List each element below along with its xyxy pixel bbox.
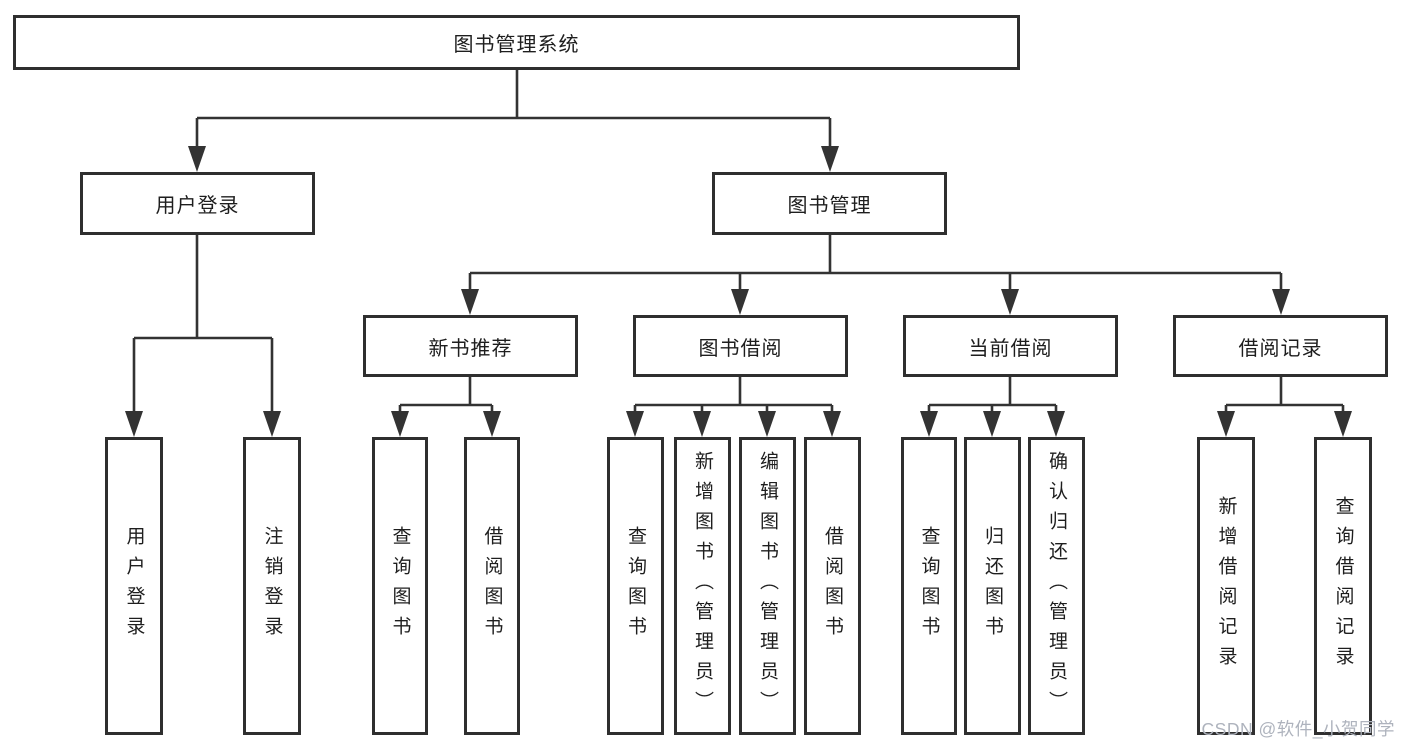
edge-root-fork xyxy=(195,70,832,148)
leaf-add-book-admin-label: 新增图书（管理员） xyxy=(692,451,713,721)
leaf-borrow-books: 借阅图书 xyxy=(804,437,861,735)
node-user-login: 用户登录 xyxy=(80,172,315,235)
leaf-borrow-books-recommend: 借阅图书 xyxy=(464,437,520,735)
leaf-borrow-books-recommend-label: 借阅图书 xyxy=(481,526,503,646)
leaf-return-book-label: 归还图书 xyxy=(982,526,1003,646)
node-user-login-label: 用户登录 xyxy=(155,195,240,217)
watermark-text: CSDN @软件_小贺同学 xyxy=(1201,719,1395,739)
leaf-query-books-recommend: 查询图书 xyxy=(372,437,428,735)
node-current-borrow: 当前借阅 xyxy=(903,315,1118,377)
node-book-management: 图书管理 xyxy=(712,172,947,235)
node-root: 图书管理系统 xyxy=(13,15,1020,70)
leaf-add-borrow-record: 新增借阅记录 xyxy=(1197,437,1255,735)
node-borrow-records-label: 借阅记录 xyxy=(1238,337,1323,360)
node-root-label: 图书管理系统 xyxy=(453,34,580,56)
leaf-edit-book-admin-label: 编辑图书（管理员） xyxy=(757,451,778,721)
node-book-management-label: 图书管理 xyxy=(787,195,872,217)
node-new-book-recommend: 新书推荐 xyxy=(363,315,578,377)
leaf-return-book: 归还图书 xyxy=(964,437,1021,735)
edge-currentborrow-fork xyxy=(927,377,1058,413)
node-current-borrow-label: 当前借阅 xyxy=(968,337,1053,360)
leaf-confirm-return-admin-label: 确认归还（管理员） xyxy=(1046,451,1067,721)
leaf-edit-book-admin: 编辑图书（管理员） xyxy=(739,437,796,735)
edge-userlogin-fork xyxy=(132,235,274,413)
leaf-query-books-current: 查询图书 xyxy=(901,437,957,735)
leaf-query-books-borrow: 查询图书 xyxy=(607,437,664,735)
leaf-query-books-borrow-label: 查询图书 xyxy=(625,526,646,646)
leaf-logout-label: 注销登录 xyxy=(261,526,283,646)
leaf-borrow-books-label: 借阅图书 xyxy=(822,526,843,646)
leaf-query-borrow-record: 查询借阅记录 xyxy=(1314,437,1372,735)
leaf-user-login: 用户登录 xyxy=(105,437,163,735)
leaf-query-books-current-label: 查询图书 xyxy=(918,526,940,646)
node-borrow-records: 借阅记录 xyxy=(1173,315,1388,377)
leaf-logout: 注销登录 xyxy=(243,437,301,735)
arrowheads xyxy=(125,146,1352,437)
edge-bookmgmt-fork xyxy=(468,235,1283,291)
edge-bookborrow-fork xyxy=(633,377,834,413)
leaf-query-books-recommend-label: 查询图书 xyxy=(389,526,411,646)
node-book-borrow-label: 图书借阅 xyxy=(698,337,783,360)
leaf-confirm-return-admin: 确认归还（管理员） xyxy=(1028,437,1085,735)
leaf-query-borrow-record-label: 查询借阅记录 xyxy=(1332,496,1354,676)
leaf-user-login-label: 用户登录 xyxy=(123,526,145,646)
leaf-add-book-admin: 新增图书（管理员） xyxy=(674,437,731,735)
node-new-book-recommend-label: 新书推荐 xyxy=(428,337,513,360)
edge-newbook-fork xyxy=(398,377,494,413)
leaf-add-borrow-record-label: 新增借阅记录 xyxy=(1215,496,1237,676)
node-book-borrow: 图书借阅 xyxy=(633,315,848,377)
edge-borrowrecords-fork xyxy=(1224,377,1345,413)
